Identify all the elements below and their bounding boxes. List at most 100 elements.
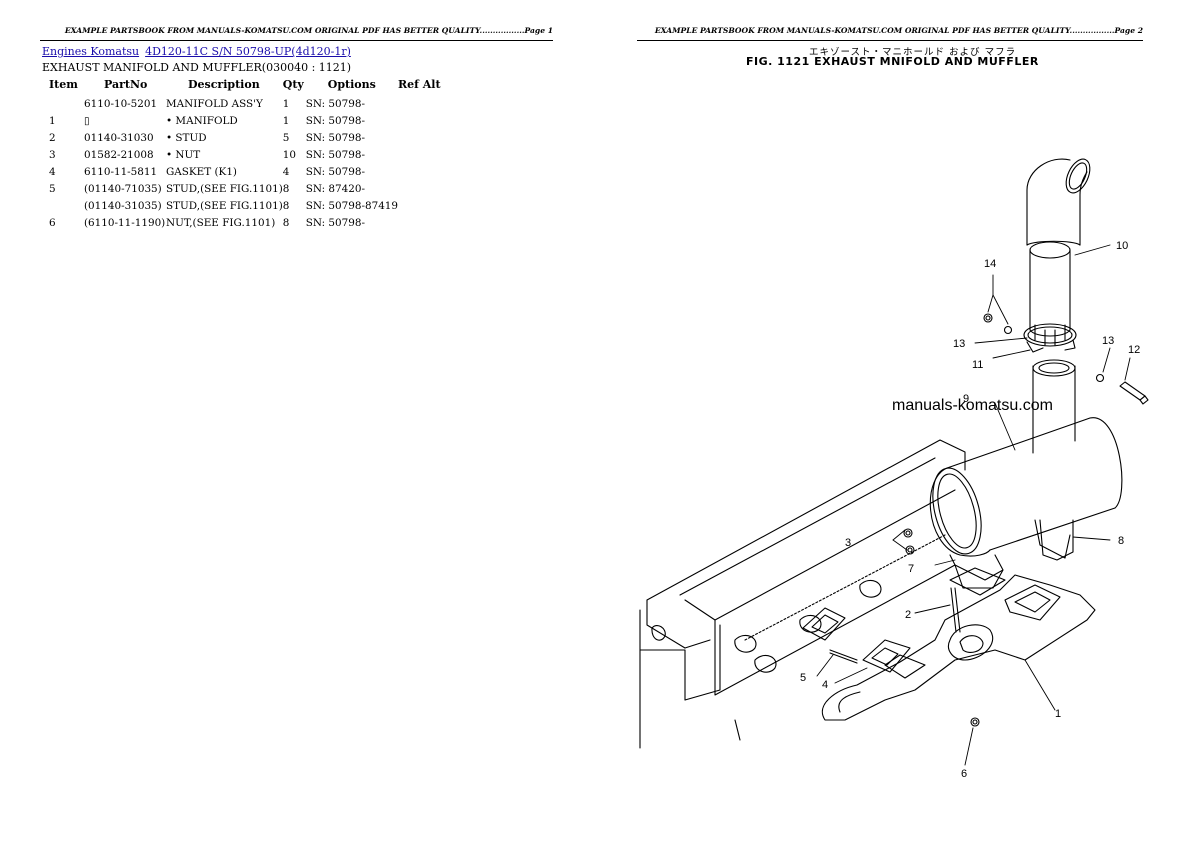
callout-10: 10	[1116, 240, 1128, 252]
col-header-options: Options	[327, 77, 376, 91]
cell-description: NUT,(SEE FIG.1101)	[166, 216, 276, 229]
cell-options: SN: 50798-	[305, 216, 365, 229]
cell-item	[42, 95, 84, 112]
col-header-refalt: Ref Alt	[398, 77, 441, 91]
callout-6: 6	[961, 768, 967, 780]
table-row: 3 01582-21008 • NUT 10 SN: 50798-	[42, 146, 441, 163]
cell-description: GASKET (K1)	[166, 165, 237, 178]
tail-pipe-drawing	[1026, 158, 1091, 346]
callout-13a: 13	[953, 338, 965, 350]
cell-refalt	[398, 163, 441, 180]
figure-japanese-title: エキゾースト・マニホールド および マフラ	[809, 47, 1017, 58]
cell-refalt	[398, 214, 441, 231]
cell-partno: (01140-71035)	[84, 182, 162, 195]
cell-item	[42, 197, 84, 214]
clamp-drawing	[1023, 323, 1077, 353]
gasket-drawing	[802, 567, 1006, 673]
col-header-qty: Qty	[282, 77, 304, 91]
page-header: EXAMPLE PARTSBOOK FROM MANUALS-KOMATSU.C…	[40, 26, 553, 41]
callout-11: 11	[972, 359, 983, 371]
fasteners-drawing	[829, 313, 1149, 727]
cell-description: STUD,(SEE FIG.1101)	[166, 199, 283, 212]
callout-3: 3	[845, 537, 851, 549]
cell-item: 3	[49, 148, 56, 161]
cell-options: SN: 50798-	[305, 148, 365, 161]
cell-options: SN: 50798-	[305, 114, 365, 127]
cell-refalt	[398, 95, 441, 112]
watermark-text: manuals-komatsu.com	[892, 397, 1053, 414]
cell-qty: 5	[282, 131, 290, 144]
page-1: EXAMPLE PARTSBOOK FROM MANUALS-KOMATSU.C…	[40, 26, 553, 231]
cell-refalt	[398, 197, 441, 214]
cell-refalt	[398, 180, 441, 197]
cell-partno: (6110-11-1190)	[84, 216, 166, 229]
breadcrumb-link-model[interactable]: 4D120-11C S/N 50798-UP(4d120-1r)	[145, 45, 351, 58]
breadcrumb: Engines Komatsu 4D120-11C S/N 50798-UP(4d…	[42, 45, 351, 58]
cell-refalt	[398, 112, 441, 129]
col-header-item: Item	[49, 77, 78, 91]
parts-table: Item PartNo Description Qty Options Ref …	[42, 76, 441, 231]
cell-options: SN: 50798-87419	[305, 199, 399, 212]
table-row: 1 ▯ • MANIFOLD 1 SN: 50798-	[42, 112, 441, 129]
cell-item: 4	[49, 165, 56, 178]
cell-item: 1	[49, 114, 56, 127]
cell-description: MANIFOLD ASS'Y	[166, 97, 263, 110]
figure-title: FIG. 1121 EXHAUST MNIFOLD AND MUFFLER	[746, 55, 1039, 68]
cell-options: SN: 50798-	[305, 165, 365, 178]
table-row: 6110-10-5201 MANIFOLD ASS'Y 1 SN: 50798-	[42, 95, 441, 112]
exhaust-manifold-drawing	[821, 574, 1096, 721]
breadcrumb-link-engines[interactable]: Engines Komatsu	[42, 45, 140, 58]
cell-item: 2	[49, 131, 56, 144]
table-row: (01140-31035) STUD,(SEE FIG.1101) 8 SN: …	[42, 197, 441, 214]
callout-4: 4	[822, 679, 828, 691]
cell-item: 6	[49, 216, 56, 229]
callout-1: 1	[1055, 708, 1061, 720]
cell-options: SN: 87420-	[305, 182, 365, 195]
callout-14: 14	[984, 258, 996, 270]
cylinder-head-drawing	[639, 439, 966, 749]
cell-refalt	[398, 129, 441, 146]
cell-partno: 01582-21008	[84, 148, 154, 161]
cell-partno: 6110-10-5201	[84, 97, 158, 110]
callout-13b: 13	[1102, 335, 1114, 347]
cell-qty: 8	[282, 199, 290, 212]
cell-qty: 4	[282, 165, 290, 178]
cell-qty: 8	[282, 182, 290, 195]
cell-partno: 01140-31030	[84, 131, 154, 144]
cell-partno: 6110-11-5811	[84, 165, 158, 178]
cell-item: 5	[49, 182, 56, 195]
cell-options: SN: 50798-	[305, 97, 365, 110]
callout-7: 7	[908, 563, 914, 575]
callout-9: 9	[963, 393, 969, 405]
cell-options: SN: 50798-	[305, 131, 365, 144]
cell-refalt	[398, 146, 441, 163]
cell-partno: ▯	[84, 114, 90, 127]
cell-qty: 8	[282, 216, 290, 229]
table-header-row: Item PartNo Description Qty Options Ref …	[42, 76, 441, 95]
col-header-description: Description	[188, 77, 260, 91]
callout-12: 12	[1128, 344, 1140, 356]
col-header-partno: PartNo	[104, 77, 148, 91]
table-row: 2 01140-31030 • STUD 5 SN: 50798-	[42, 129, 441, 146]
cell-partno: (01140-31035)	[84, 199, 162, 212]
table-row: 4 6110-11-5811 GASKET (K1) 4 SN: 50798-	[42, 163, 441, 180]
cell-qty: 10	[282, 148, 296, 161]
callout-2: 2	[905, 609, 911, 621]
cell-description: • MANIFOLD	[166, 114, 238, 127]
callout-leader-lines	[816, 244, 1131, 766]
section-title: EXHAUST MANIFOLD AND MUFFLER(030040 : 11…	[42, 61, 352, 74]
exploded-parts-diagram: 14 10 13 11 13 12 9 3 8 7 2 5 4 1 6	[639, 158, 1149, 780]
callout-8: 8	[1118, 535, 1124, 547]
callout-labels: 14 10 13 11 13 12 9 3 8 7 2 5 4 1 6	[800, 240, 1140, 780]
table-row: 5 (01140-71035) STUD,(SEE FIG.1101) 8 SN…	[42, 180, 441, 197]
cell-qty: 1	[282, 114, 290, 127]
cell-qty: 1	[282, 97, 290, 110]
cell-description: • NUT	[166, 148, 201, 161]
table-row: 6 (6110-11-1190) NUT,(SEE FIG.1101) 8 SN…	[42, 214, 441, 231]
callout-5: 5	[800, 672, 806, 684]
page-header: EXAMPLE PARTSBOOK FROM MANUALS-KOMATSU.C…	[637, 26, 1143, 41]
cell-description: • STUD	[166, 131, 207, 144]
page-2: EXAMPLE PARTSBOOK FROM MANUALS-KOMATSU.C…	[595, 0, 1190, 842]
cell-description: STUD,(SEE FIG.1101)	[166, 182, 283, 195]
muffler-drawing	[929, 359, 1123, 589]
